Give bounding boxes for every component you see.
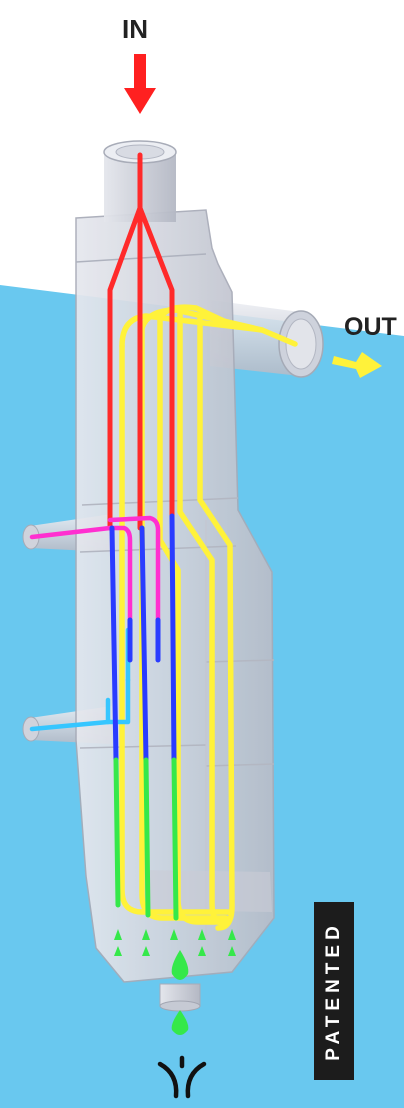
- inlet-label: IN: [122, 14, 148, 45]
- drain-nozzle: [160, 984, 200, 1011]
- in-arrow-icon: [124, 54, 156, 114]
- patented-text: PATENTED: [323, 921, 345, 1061]
- patented-badge: PATENTED: [314, 902, 354, 1080]
- outlet-label: OUT: [344, 313, 397, 342]
